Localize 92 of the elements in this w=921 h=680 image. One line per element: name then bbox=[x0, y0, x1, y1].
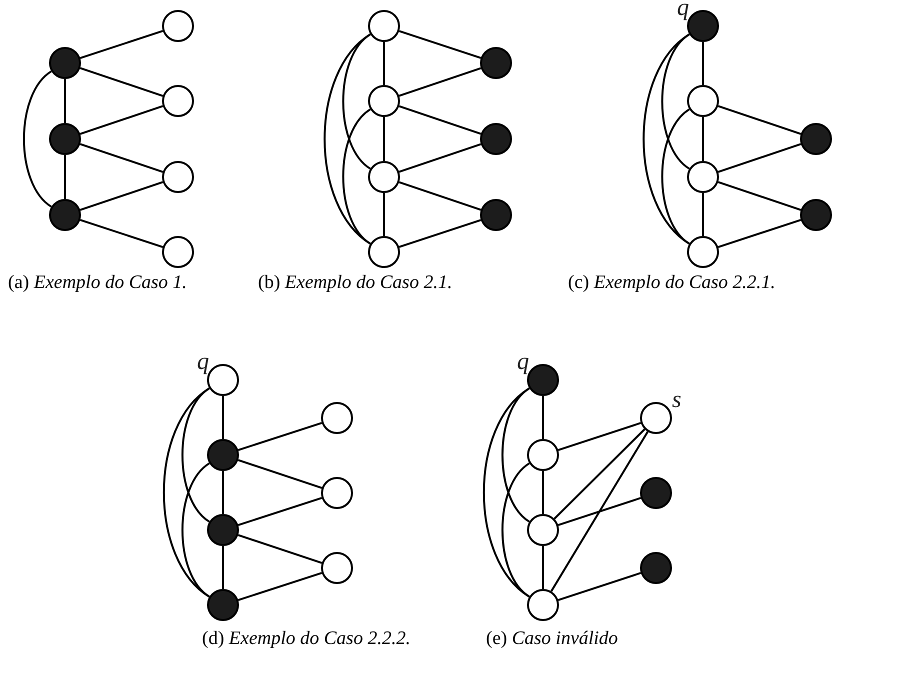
subfigure-caption: (e) Caso inválido bbox=[486, 628, 618, 650]
edge-line bbox=[398, 219, 482, 248]
edge-line bbox=[661, 108, 690, 244]
graph-vertex bbox=[368, 85, 400, 117]
edge-line bbox=[702, 117, 704, 161]
graph-vertex bbox=[800, 123, 832, 155]
edge-line bbox=[558, 422, 642, 451]
graph-vertex bbox=[640, 477, 672, 509]
edge-line bbox=[558, 497, 642, 526]
edge-line bbox=[558, 572, 642, 601]
edge-line bbox=[238, 496, 322, 526]
graph-vertex bbox=[640, 402, 672, 434]
edge-line bbox=[238, 422, 322, 452]
graph-vertex bbox=[368, 10, 400, 42]
graph-vertex bbox=[480, 123, 512, 155]
edge-line bbox=[542, 471, 544, 514]
graph-vertex bbox=[687, 161, 719, 193]
subfigure-caption: (b) Exemplo do Caso 2.1. bbox=[258, 272, 452, 294]
edge-line bbox=[238, 572, 322, 602]
graph-vertex bbox=[321, 552, 353, 584]
edge-line bbox=[554, 428, 646, 520]
edge-line bbox=[383, 117, 385, 161]
graph-vertex bbox=[527, 514, 559, 546]
subfigure-caption: (a) Exemplo do Caso 1. bbox=[8, 272, 187, 294]
vertex-label: s bbox=[672, 388, 682, 412]
edge-line bbox=[324, 34, 371, 244]
graph-vertex bbox=[49, 47, 81, 79]
graph-vertex bbox=[207, 589, 239, 621]
edge-line bbox=[718, 143, 802, 173]
vertex-label: q bbox=[197, 350, 209, 374]
vertex-label: q bbox=[517, 350, 529, 374]
edge-line bbox=[398, 105, 482, 135]
graph-vertex bbox=[162, 10, 194, 42]
graph-vertex bbox=[527, 364, 559, 396]
edge-line bbox=[482, 388, 530, 598]
graph-vertex bbox=[162, 85, 194, 117]
edge-line bbox=[642, 34, 690, 244]
edge-line bbox=[502, 462, 530, 598]
edge-line bbox=[542, 396, 544, 439]
graph-vertex bbox=[207, 439, 239, 471]
edge-line bbox=[80, 105, 164, 135]
edge-line bbox=[222, 471, 224, 514]
edge-line bbox=[23, 70, 52, 208]
edge-line bbox=[702, 193, 704, 236]
edge-line bbox=[80, 143, 164, 173]
edge-line bbox=[398, 67, 482, 97]
graph-vertex bbox=[162, 236, 194, 268]
graph-vertex bbox=[480, 199, 512, 231]
edge-line bbox=[222, 396, 224, 439]
graph-vertex bbox=[480, 47, 512, 79]
edge-line bbox=[398, 30, 482, 59]
graph-vertex bbox=[527, 589, 559, 621]
graph-vertex bbox=[207, 514, 239, 546]
edge-line bbox=[80, 181, 164, 211]
edge-line bbox=[222, 546, 224, 589]
graph-vertex bbox=[368, 236, 400, 268]
graph-vertex bbox=[527, 439, 559, 471]
edge-line bbox=[718, 105, 802, 135]
edge-line bbox=[64, 155, 66, 199]
edge-line bbox=[550, 431, 649, 592]
graph-vertex bbox=[687, 85, 719, 117]
edge-line bbox=[718, 219, 802, 248]
edge-line bbox=[702, 42, 704, 85]
edge-line bbox=[182, 462, 210, 598]
graph-vertex bbox=[640, 552, 672, 584]
graph-vertex bbox=[49, 123, 81, 155]
graph-vertex bbox=[321, 402, 353, 434]
edge-line bbox=[542, 546, 544, 589]
graph-vertex bbox=[49, 199, 81, 231]
graph-vertex bbox=[800, 199, 832, 231]
edge-line bbox=[383, 42, 385, 85]
graph-vertex bbox=[687, 10, 719, 42]
graph-vertex bbox=[368, 161, 400, 193]
graph-vertex bbox=[321, 477, 353, 509]
graph-vertex bbox=[162, 161, 194, 193]
edge-line bbox=[718, 181, 802, 211]
edge-line bbox=[80, 30, 164, 59]
subfigure-caption: (c) Exemplo do Caso 2.2.1. bbox=[568, 272, 776, 294]
edge-line bbox=[238, 534, 322, 564]
graph-vertex bbox=[207, 364, 239, 396]
edge-line bbox=[64, 79, 66, 123]
edge-line bbox=[342, 108, 371, 244]
edge-line bbox=[80, 67, 164, 97]
edge-line bbox=[80, 219, 164, 248]
edge-line bbox=[238, 459, 322, 489]
graph-vertex bbox=[687, 236, 719, 268]
edge-line bbox=[383, 193, 385, 236]
edge-line bbox=[162, 388, 210, 598]
edge-line bbox=[398, 143, 482, 173]
subfigure-caption: (d) Exemplo do Caso 2.2.2. bbox=[202, 628, 410, 650]
edge-line bbox=[398, 181, 482, 211]
vertex-label: q bbox=[677, 0, 689, 20]
